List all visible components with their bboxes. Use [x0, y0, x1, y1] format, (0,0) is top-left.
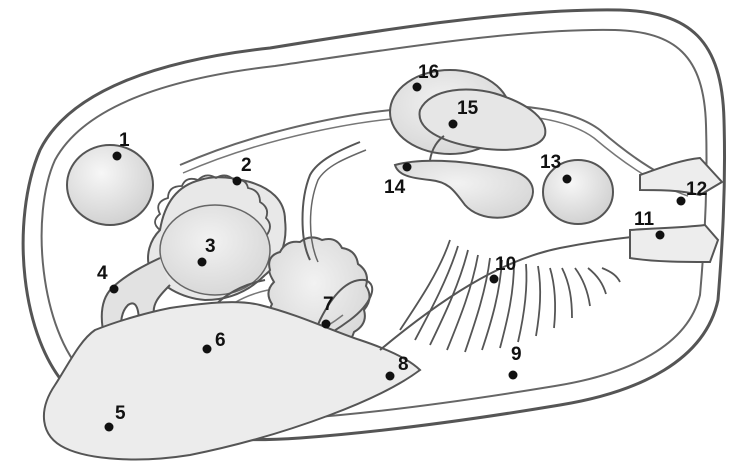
label-1: 1 — [119, 130, 130, 151]
label-dot-16 — [413, 83, 422, 92]
incurrent-siphon — [630, 225, 718, 262]
label-dot-8 — [386, 372, 395, 381]
label-8: 8 — [398, 354, 409, 375]
label-7: 7 — [323, 294, 334, 315]
label-dot-12 — [677, 197, 686, 206]
label-3: 3 — [205, 236, 216, 257]
label-11: 11 — [634, 209, 655, 230]
foot — [44, 302, 420, 459]
label-4: 4 — [97, 263, 108, 284]
label-12: 12 — [686, 179, 707, 200]
label-10: 10 — [495, 254, 516, 275]
label-dot-14 — [403, 163, 412, 172]
label-dot-9 — [509, 371, 518, 380]
kidney — [395, 161, 533, 218]
label-6: 6 — [215, 330, 226, 351]
label-dot-13 — [563, 175, 572, 184]
label-dot-11 — [656, 231, 665, 240]
label-15: 15 — [457, 98, 479, 119]
label-dot-7 — [322, 320, 331, 329]
label-16: 16 — [418, 62, 439, 83]
label-dot-10 — [490, 275, 499, 284]
label-dot-15 — [449, 120, 458, 129]
label-dot-3 — [198, 258, 207, 267]
label-9: 9 — [511, 344, 522, 365]
label-dot-5 — [105, 423, 114, 432]
label-2: 2 — [241, 155, 252, 176]
label-dot-4 — [110, 285, 119, 294]
label-dot-2 — [233, 177, 242, 186]
label-5: 5 — [115, 403, 126, 424]
label-13: 13 — [540, 152, 561, 173]
excurrent-siphon — [640, 158, 722, 195]
label-dot-1 — [113, 152, 122, 161]
label-dot-6 — [203, 345, 212, 354]
label-14: 14 — [384, 177, 406, 198]
anterior-adductor-muscle — [67, 145, 153, 225]
